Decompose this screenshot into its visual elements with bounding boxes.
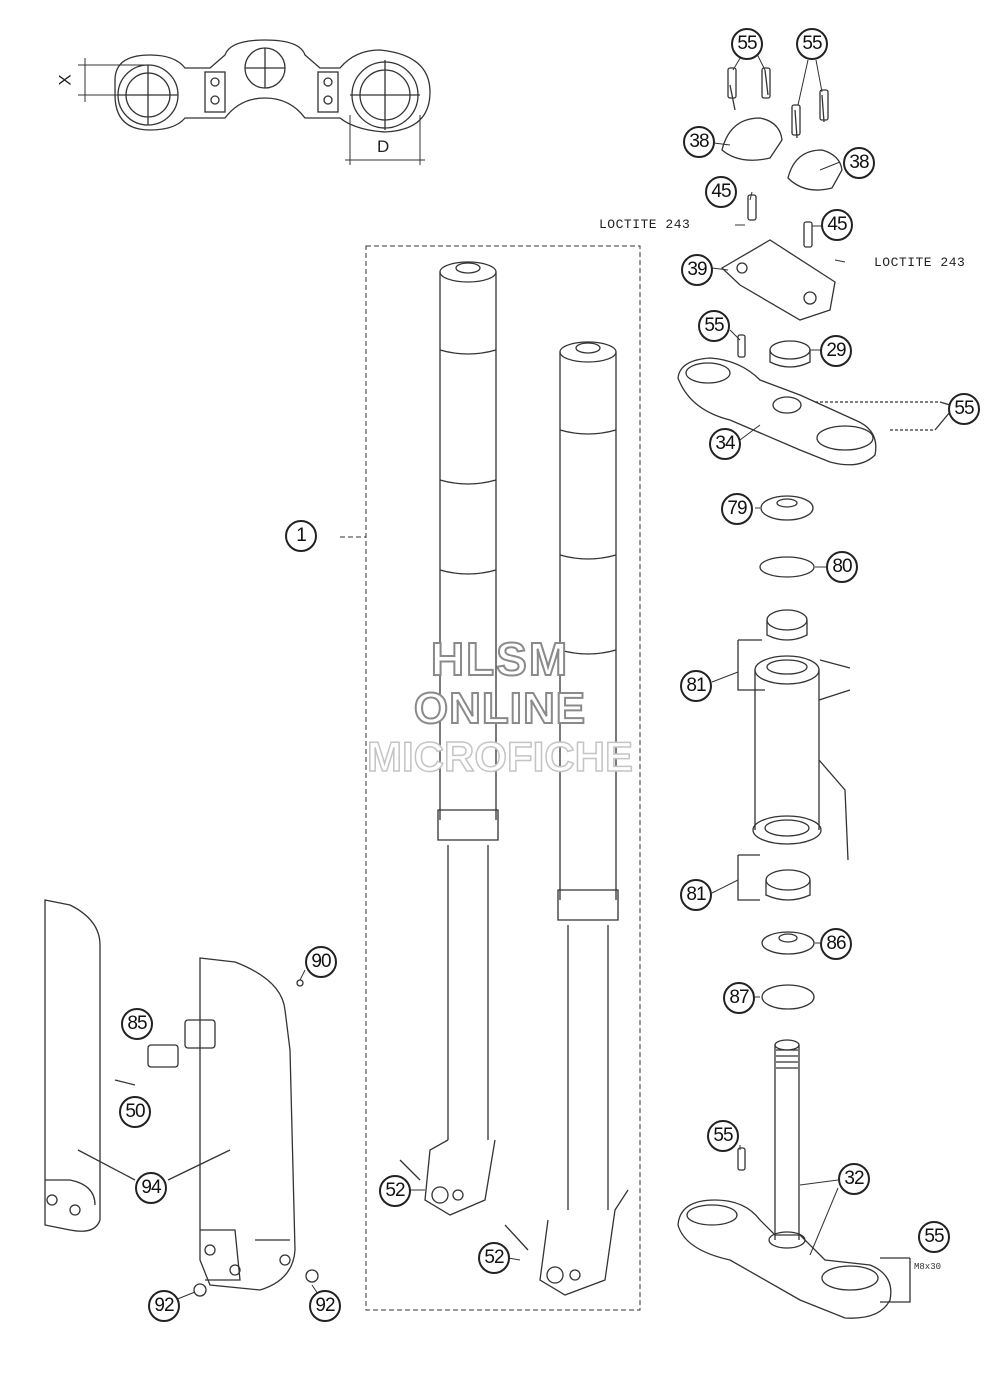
triple-clamp-top-view [78, 39, 431, 165]
callout-81[interactable]: 81 [680, 879, 712, 911]
steering-bearings [737, 495, 815, 1010]
callout-55[interactable]: 55 [698, 310, 730, 342]
callout-55[interactable]: 55 [796, 28, 828, 60]
loctite-note-left: LOCTITE 243 [599, 217, 691, 232]
callout-52[interactable]: 52 [478, 1242, 510, 1274]
callout-52[interactable]: 52 [379, 1175, 411, 1207]
callout-86[interactable]: 86 [820, 928, 852, 960]
callout-55[interactable]: 55 [731, 28, 763, 60]
callout-39[interactable]: 39 [681, 254, 713, 286]
dimension-d-label: D [377, 137, 390, 156]
callout-94[interactable]: 94 [135, 1172, 167, 1204]
callout-92[interactable]: 92 [309, 1290, 341, 1322]
callout-32[interactable]: 32 [838, 1163, 870, 1195]
fork-leg-left [399, 261, 499, 1216]
callout-45[interactable]: 45 [821, 209, 853, 241]
callout-92[interactable]: 92 [148, 1290, 180, 1322]
callout-80[interactable]: 80 [826, 551, 858, 583]
leader-lines [174, 49, 846, 1301]
callout-90[interactable]: 90 [305, 946, 337, 978]
callout-50[interactable]: 50 [119, 1096, 151, 1128]
callout-45[interactable]: 45 [705, 176, 737, 208]
callout-29[interactable]: 29 [820, 335, 852, 367]
steering-head-tube [752, 655, 851, 861]
callout-55[interactable]: 55 [948, 393, 980, 425]
dimension-x-label: X [55, 74, 75, 86]
callout-38[interactable]: 38 [683, 126, 715, 158]
callout-38[interactable]: 38 [843, 147, 875, 179]
torque-tag: M8x30 [914, 1262, 942, 1272]
fork-assembly-frame [365, 245, 641, 1311]
callout-55[interactable]: 55 [918, 1221, 950, 1253]
upper-triple-clamp [677, 334, 951, 466]
callout-55[interactable]: 55 [707, 1120, 739, 1152]
callout-34[interactable]: 34 [709, 428, 741, 460]
callout-87[interactable]: 87 [723, 982, 755, 1014]
lower-triple-clamp [677, 1039, 911, 1319]
callout-79[interactable]: 79 [721, 493, 753, 525]
handlebar-clamp-parts [720, 67, 843, 321]
loctite-note-right: LOCTITE 243 [874, 255, 966, 270]
fork-guards [44, 899, 319, 1297]
callout-81[interactable]: 81 [680, 670, 712, 702]
callout-85[interactable]: 85 [121, 1008, 153, 1040]
fork-leg-right [504, 341, 629, 1296]
callout-1[interactable]: 1 [285, 520, 317, 552]
